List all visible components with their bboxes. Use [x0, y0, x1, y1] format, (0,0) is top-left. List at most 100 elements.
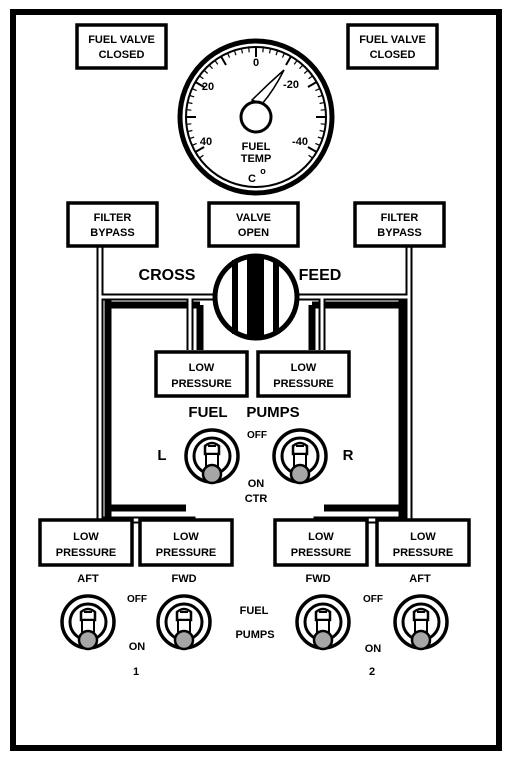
gauge-label-0: 0	[253, 57, 259, 69]
gauge-tick	[315, 142, 321, 147]
light-text: PRESSURE	[56, 547, 117, 559]
light-text: FILTER	[381, 212, 419, 224]
gauge-tick	[194, 146, 205, 153]
gauge-tick	[226, 52, 231, 58]
gauge-tick	[307, 81, 318, 88]
center-pump-right-switch[interactable]	[272, 428, 328, 485]
light-text: LOW	[189, 362, 215, 374]
center-pump-right-label: R	[343, 447, 354, 464]
low-pressure-2-aft-light[interactable]: LOW PRESSURE	[375, 518, 471, 567]
main-pumps-label-pumps: PUMPS	[235, 629, 274, 641]
pump-2-aft-switch[interactable]	[393, 594, 449, 651]
light-text: CLOSED	[370, 49, 416, 61]
gauge-tick	[281, 52, 286, 58]
gauge-label-minus20: -20	[283, 79, 299, 91]
light-text: BYPASS	[90, 227, 134, 239]
gauge-tick	[194, 81, 205, 88]
gauge-tick	[199, 75, 204, 80]
gauge-tick	[214, 60, 219, 65]
light-text: FUEL VALVE	[359, 34, 426, 46]
pump-1-aft-switch[interactable]	[60, 594, 116, 651]
pumps-1-number: 1	[133, 666, 139, 678]
gauge-tick	[293, 60, 298, 65]
center-pumps-ctr-label: CTR	[245, 493, 268, 505]
center-pumps-label-fuel: FUEL	[188, 404, 227, 421]
light-text: PRESSURE	[156, 547, 217, 559]
gauge-tick	[268, 48, 272, 54]
gauge-needle	[250, 69, 285, 105]
light-text: LOW	[410, 531, 436, 543]
light-text: OPEN	[238, 227, 269, 239]
light-text: BYPASS	[377, 227, 421, 239]
gauge-tick	[186, 123, 192, 125]
gauge-tick	[240, 48, 244, 54]
low-pressure-2-fwd-light[interactable]: LOW PRESSURE	[273, 518, 369, 567]
filter-bypass-left-light[interactable]: FILTER BYPASS	[66, 201, 159, 248]
gauge-tick	[233, 50, 237, 56]
crossfeed-label-cross: CROSS	[139, 267, 196, 284]
valve-open-light[interactable]: VALVE OPEN	[207, 201, 300, 248]
gauge-tick	[199, 154, 204, 159]
pump-1-fwd-switch[interactable]	[156, 594, 212, 651]
pumps-2-off-label: OFF	[363, 594, 383, 605]
gauge-tick	[319, 129, 325, 133]
pump-2-aft-label: AFT	[409, 573, 431, 585]
gauge-tick	[315, 87, 321, 92]
center-pumps-on-label: ON	[248, 478, 265, 490]
light-text: LOW	[173, 531, 199, 543]
gauge-tick	[319, 101, 325, 105]
gauge-tick	[248, 47, 250, 53]
gauge-tick	[317, 136, 323, 140]
main-pumps-label-fuel: FUEL	[240, 605, 269, 617]
gauge-tick	[307, 146, 318, 153]
gauge-ticks	[186, 47, 326, 159]
fuel-valve-closed-right-light[interactable]: FUEL VALVE CLOSED	[346, 23, 439, 70]
gauge-tick	[308, 154, 313, 159]
pump-1-aft-label: AFT	[77, 573, 99, 585]
filter-bypass-right-light[interactable]: FILTER BYPASS	[353, 201, 446, 248]
pump-1-fwd-label: FWD	[171, 573, 196, 585]
gauge-tick	[187, 129, 193, 133]
gauge-tick	[189, 136, 195, 140]
fuel-temp-gauge: 20 0 -20 40 -40 FUEL TEMP C o	[177, 38, 335, 196]
light-text: FILTER	[94, 212, 132, 224]
gauge-unit: C	[248, 173, 256, 185]
light-text: PRESSURE	[273, 378, 334, 390]
gauge-tick	[275, 50, 279, 56]
crossfeed-valve-indicator	[212, 253, 300, 341]
gauge-label-40: 40	[200, 136, 212, 148]
gauge-title-fuel: FUEL	[242, 141, 271, 153]
gauge-degree: o	[260, 166, 266, 176]
light-text: VALVE	[236, 212, 271, 224]
gauge-tick	[208, 64, 213, 70]
pump-2-fwd-switch[interactable]	[295, 594, 351, 651]
low-pressure-ctr-left-light[interactable]: LOW PRESSURE	[154, 350, 249, 398]
gauge-label-minus40: -40	[292, 136, 308, 148]
pumps-2-on-label: ON	[365, 643, 382, 655]
pumps-2-number: 2	[369, 666, 375, 678]
gauge-title-temp: TEMP	[241, 153, 272, 165]
gauge-tick	[203, 69, 209, 74]
gauge-tick	[320, 109, 326, 111]
gauge-tick	[191, 87, 197, 92]
low-pressure-1-aft-light[interactable]: LOW PRESSURE	[38, 518, 134, 567]
light-text: PRESSURE	[393, 547, 454, 559]
pump-2-fwd-label: FWD	[305, 573, 330, 585]
pumps-1-on-label: ON	[129, 641, 146, 653]
gauge-tick	[299, 64, 304, 70]
fuel-valve-closed-left-light[interactable]: FUEL VALVE CLOSED	[75, 23, 168, 70]
light-text: CLOSED	[99, 49, 145, 61]
gauge-label-20: 20	[202, 81, 214, 93]
gauge-tick	[303, 69, 309, 74]
gauge-tick	[189, 94, 195, 98]
low-pressure-1-fwd-light[interactable]: LOW PRESSURE	[138, 518, 234, 567]
center-pumps-label-pumps: PUMPS	[246, 404, 299, 421]
center-pump-left-switch[interactable]	[184, 428, 240, 485]
low-pressure-ctr-right-light[interactable]: LOW PRESSURE	[256, 350, 351, 398]
gauge-tick	[187, 101, 193, 105]
light-text: LOW	[291, 362, 317, 374]
gauge-tick	[220, 55, 227, 66]
gauge-tick	[317, 94, 323, 98]
light-text: LOW	[308, 531, 334, 543]
